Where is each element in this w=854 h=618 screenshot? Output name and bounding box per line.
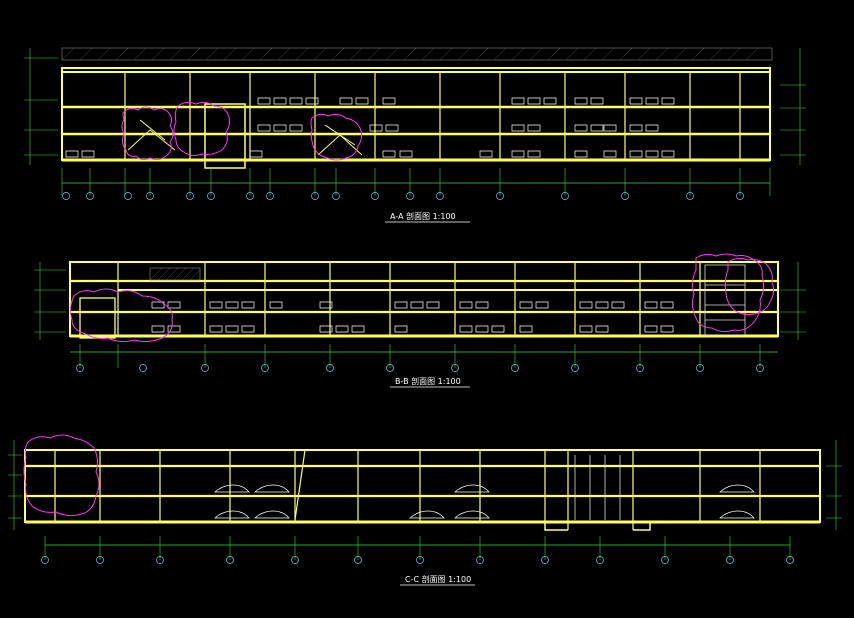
cloud-b-2 xyxy=(691,253,765,333)
section-c-c: C-C 剖面图 1:100 xyxy=(8,434,842,586)
stair-a-1 xyxy=(127,119,176,151)
roof-hatch-a xyxy=(61,47,773,61)
car-row-c-1 xyxy=(214,484,755,493)
ramp-c xyxy=(294,449,320,521)
hatch-b-lines xyxy=(149,267,201,281)
axis-bubbles-a xyxy=(62,192,744,200)
cloud-b-3 xyxy=(724,257,775,315)
stair-a-2 xyxy=(317,124,363,156)
structure-outline-a xyxy=(61,67,771,161)
core-a xyxy=(204,103,246,169)
car-row-a-3 xyxy=(65,150,675,158)
axis-ticks-a xyxy=(61,168,771,196)
cloud-a-2 xyxy=(173,101,231,157)
car-row-a-1 xyxy=(257,97,675,105)
core-b xyxy=(79,297,116,339)
axis-ticks-c xyxy=(44,536,791,560)
level-lines-a xyxy=(24,48,806,165)
level-lines-c xyxy=(8,440,842,530)
cloud-a-3 xyxy=(310,113,363,161)
pit-c xyxy=(544,522,651,531)
structure-outline-b xyxy=(69,261,779,337)
car-row-a-2 xyxy=(257,124,659,132)
roof-hatch-lines-a xyxy=(61,47,759,61)
car-row-c-2 xyxy=(214,510,755,519)
car-row-b-2 xyxy=(151,325,674,333)
level-lines-b xyxy=(34,262,806,340)
section-a-a: A-A 剖面图 1:100 xyxy=(24,47,806,223)
columns-b xyxy=(117,262,701,336)
axis-bubbles-b xyxy=(76,364,764,372)
section-title-c-c: C-C 剖面图 1:100 xyxy=(405,574,471,584)
axis-bubbles-c xyxy=(41,556,794,564)
elevators-c xyxy=(574,455,621,520)
cloud-c-1 xyxy=(23,434,100,517)
cloud-a-1 xyxy=(121,106,174,161)
columns-c xyxy=(54,450,761,530)
hatch-b xyxy=(149,267,201,281)
axis-ticks-b xyxy=(79,344,761,368)
section-b-b: B-B 剖面图 1:100 xyxy=(34,253,806,388)
section-title-b-b: B-B 剖面图 1:100 xyxy=(395,376,461,386)
car-row-b-1 xyxy=(151,301,674,309)
structure-outline-c xyxy=(24,449,821,523)
stair-b xyxy=(704,264,746,336)
section-title-a-a: A-A 剖面图 1:100 xyxy=(390,211,456,221)
cloud-b-1 xyxy=(69,288,173,343)
columns-a xyxy=(124,72,741,160)
